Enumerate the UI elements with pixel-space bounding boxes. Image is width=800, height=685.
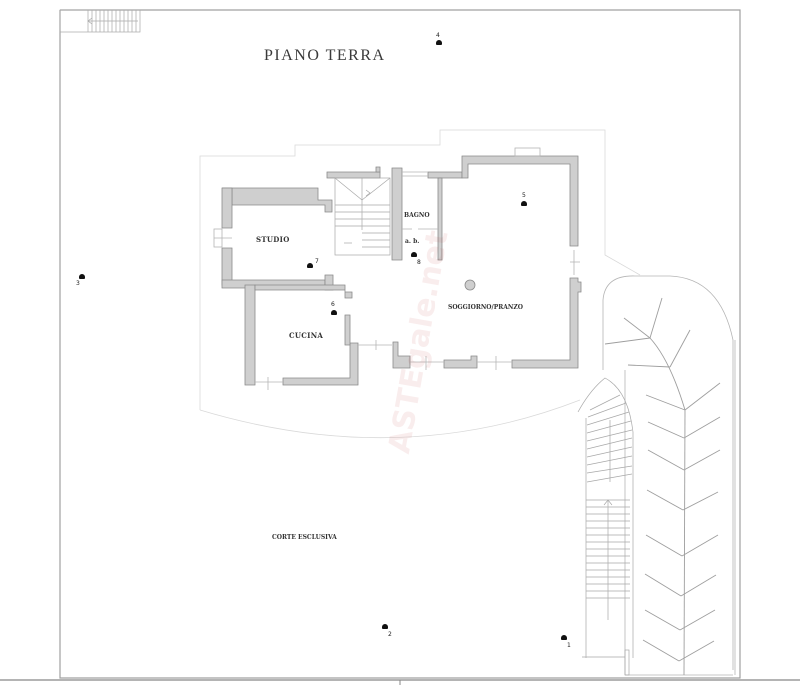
- camera-point-number-1: 1: [567, 642, 571, 649]
- page-title: PIANO TERRA: [264, 47, 386, 64]
- room-label-cucina: CUCINA: [289, 331, 324, 340]
- interior-staircase: [334, 177, 391, 256]
- column: [464, 279, 476, 291]
- camera-point-icon-2: [382, 624, 388, 629]
- room-label-soggiorno: SOGGIORNO/PRANZO: [448, 304, 523, 311]
- camera-point-icon-3: [79, 274, 85, 279]
- room-label-antibagno: a. b.: [405, 238, 420, 245]
- walls: [221, 155, 582, 386]
- camera-point-icon-5: [521, 201, 527, 206]
- camera-point-icon-7: [307, 263, 313, 268]
- camera-point-number-7: 7: [315, 258, 319, 265]
- camera-point-number-3: 3: [76, 280, 80, 287]
- openings: [213, 147, 580, 390]
- area-label-corte: CORTE ESCLUSIVA: [272, 534, 337, 541]
- camera-point-icon-1: [561, 635, 567, 640]
- camera-point-number-4: 4: [436, 32, 440, 39]
- room-label-studio: STUDIO: [256, 235, 290, 244]
- camera-point-number-6: 6: [331, 301, 335, 308]
- camera-point-icon-4: [436, 40, 442, 45]
- camera-point-number-5: 5: [522, 192, 526, 199]
- driveway: [577, 275, 736, 676]
- room-label-bagno: BAGNO: [404, 212, 430, 219]
- camera-point-icon-8: [411, 252, 417, 257]
- camera-point-icon-6: [331, 310, 337, 315]
- camera-point-number-8: 8: [417, 259, 421, 266]
- top-left-stair: [59, 9, 141, 33]
- lot-boundary: [0, 9, 800, 685]
- camera-point-number-2: 2: [388, 631, 392, 638]
- house-footprint: [199, 129, 641, 439]
